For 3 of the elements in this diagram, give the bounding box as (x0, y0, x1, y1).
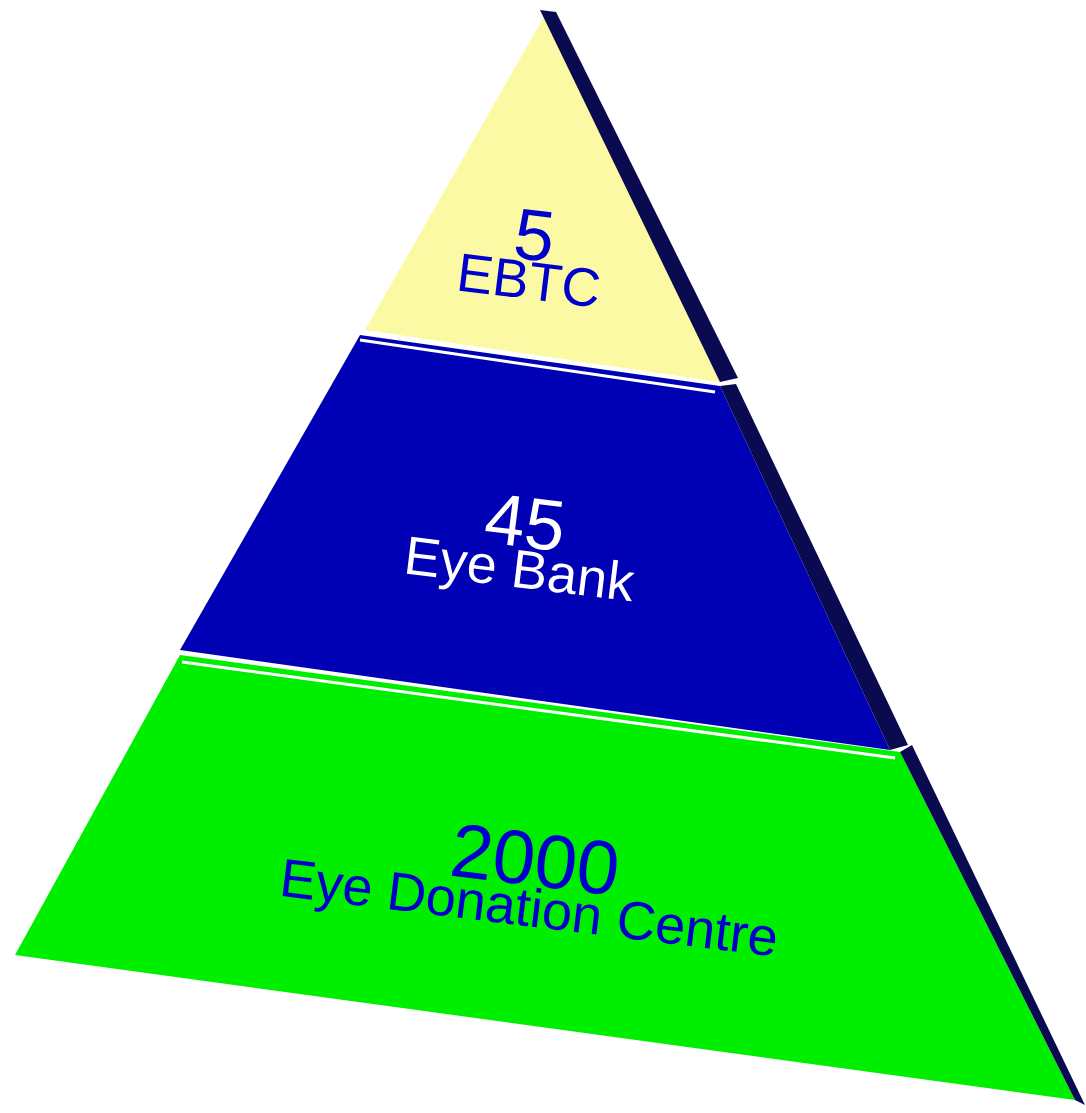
pyramid-level: 5 EBTC (365, 10, 738, 382)
pyramid-level: 45 Eye Bank (180, 335, 908, 750)
pyramid-level: 2000 Eye Donation Centre (15, 655, 1085, 1105)
